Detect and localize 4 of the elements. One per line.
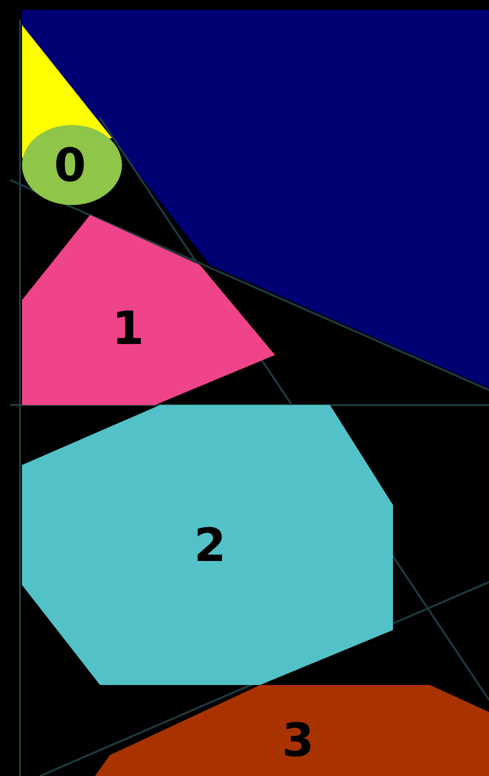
region-number: 3 (282, 717, 314, 763)
region-number: 2 (194, 522, 226, 568)
region-number: 1 (112, 305, 144, 351)
region-number: 0 (54, 142, 86, 188)
